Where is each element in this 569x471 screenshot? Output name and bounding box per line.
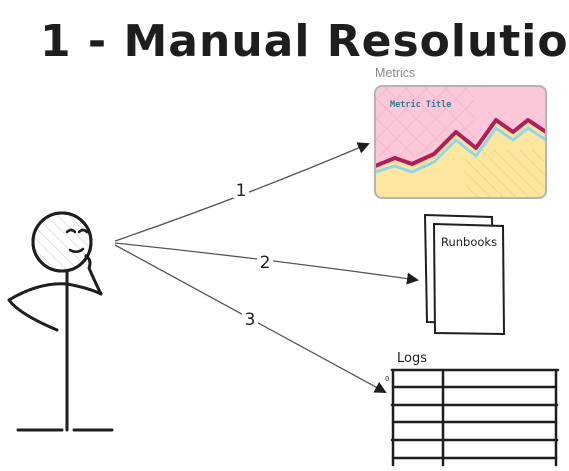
- page-title: 1 - Manual Resolution: [40, 16, 569, 67]
- stick-figure-chin-hand: [84, 254, 103, 296]
- arrow-labels: 1 2 3: [233, 180, 273, 330]
- metrics-shadow-line: [375, 125, 546, 174]
- logs-panel: Logs 0: [385, 351, 560, 467]
- runbooks-stack: Runbooks: [423, 213, 506, 336]
- metrics-chart-title: Metric Title: [390, 99, 451, 110]
- logs-table: [390, 368, 560, 467]
- arrow-label-2: 2: [260, 253, 271, 273]
- stick-figure: [7, 211, 114, 432]
- metrics-panel: Metrics Metric Title: [374, 66, 547, 199]
- face-hatching: [33, 213, 91, 271]
- logs-label: Logs: [397, 351, 427, 366]
- metrics-frame: [374, 85, 547, 199]
- metrics-caption: Metrics: [375, 66, 415, 80]
- logs-axis-marker: 0: [385, 375, 389, 383]
- stick-figure-mouth: [68, 247, 85, 253]
- arrow-label-1: 1: [236, 181, 247, 201]
- stick-figure-eye-right: [77, 228, 89, 234]
- runbook-page-front: [432, 222, 506, 336]
- stick-figure-eye-left: [65, 228, 77, 234]
- metrics-line: [375, 118, 546, 168]
- stick-figure-arm: [7, 282, 103, 332]
- runbooks-label: Runbooks: [441, 235, 497, 249]
- arrow-label-3: 3: [245, 310, 256, 330]
